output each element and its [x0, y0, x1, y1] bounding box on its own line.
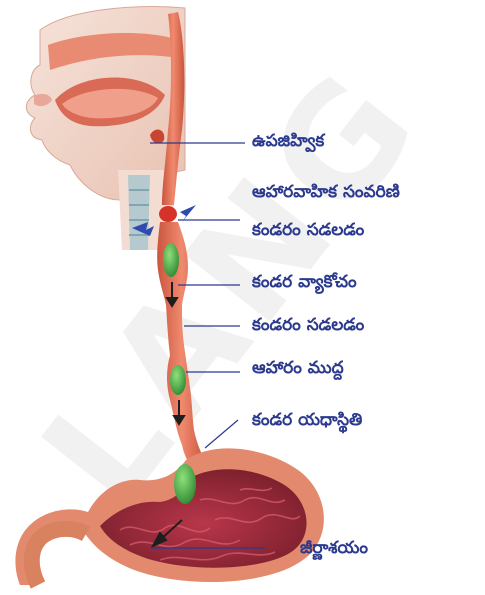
- label-muscle-rest: కండర యధాస్థితి: [252, 412, 362, 429]
- bolus-upper: [163, 243, 179, 277]
- duodenum: [32, 529, 86, 585]
- label-esophageal-sphincter: ఆహారవాహిక సంవరిణి: [252, 184, 400, 201]
- label-epiglottis: ఉపజిహ్విక: [252, 133, 324, 150]
- esophageal-sphincter: [159, 206, 177, 222]
- label-muscle-relax-1: కండరం సడలడం: [252, 222, 364, 239]
- trachea: [128, 175, 150, 250]
- label-muscle-relax-2: కండరం సడలడం: [252, 317, 364, 334]
- bolus-middle: [170, 365, 186, 395]
- label-food-bolus: ఆహారం ముద్ద: [252, 360, 344, 377]
- bolus-lower: [174, 464, 196, 504]
- label-muscle-contraction: కండర వ్యాకోచం: [252, 274, 357, 291]
- label-stomach: జీర్ణాశయం: [300, 540, 368, 557]
